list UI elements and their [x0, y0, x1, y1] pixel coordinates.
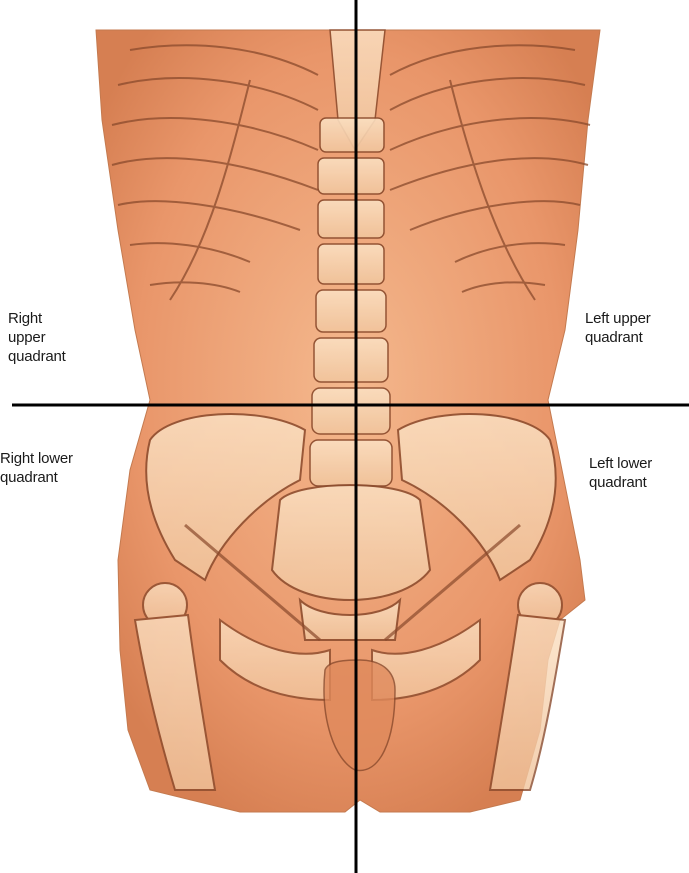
- spine: [310, 118, 392, 486]
- label-right-upper-quadrant: Right upper quadrant: [8, 309, 108, 371]
- label-left-upper-quadrant: Left upper quadrant: [585, 309, 689, 347]
- label-right-lower-quadrant: Right lower quadrant: [0, 449, 120, 487]
- label-left-lower-quadrant: Left lower quadrant: [589, 454, 689, 492]
